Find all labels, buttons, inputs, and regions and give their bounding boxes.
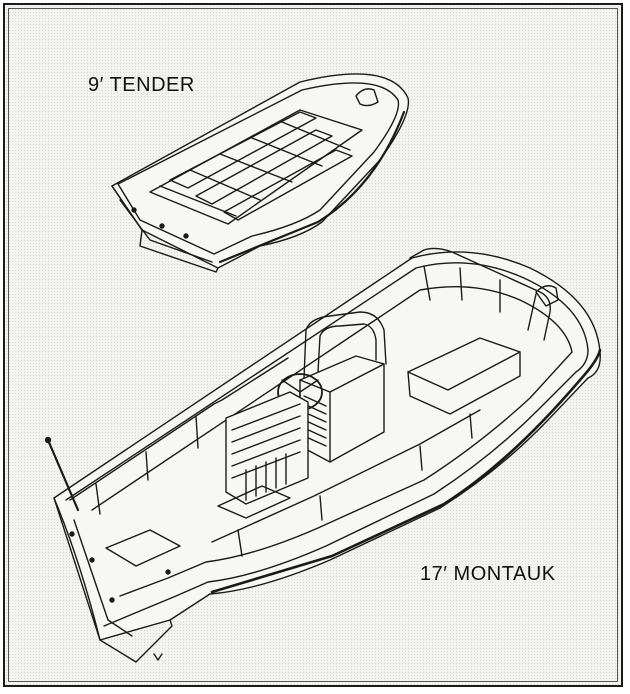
montauk-floor-hatch <box>217 485 291 519</box>
frame-inner-border <box>8 8 618 682</box>
montauk-starboard-rail <box>211 409 481 543</box>
tender-sheer-stripe <box>218 110 406 264</box>
montauk-keel-mark <box>153 653 163 661</box>
montauk-transom-panel <box>73 519 133 637</box>
montauk-seat-slats <box>231 403 301 479</box>
tender-seat-2 <box>195 129 333 205</box>
montauk-console-rail <box>303 311 387 379</box>
tender-floor <box>149 109 363 225</box>
montauk-bow-rail <box>409 247 551 341</box>
montauk-console-face <box>299 363 385 463</box>
tender-label: 9′ TENDER <box>88 74 195 96</box>
tender-transom-face <box>119 199 213 263</box>
tender-floor-slats <box>159 121 351 217</box>
montauk-port-rail-posts <box>95 415 199 515</box>
montauk-bow-rail-lower <box>423 265 537 331</box>
montauk-deck-edge <box>91 285 573 597</box>
montauk-antenna <box>46 438 80 512</box>
montauk-bow-cleat <box>535 285 559 307</box>
montauk-boat <box>44 247 602 663</box>
montauk-console-vents <box>303 395 327 447</box>
montauk-console-rail-inner <box>317 323 377 373</box>
montauk-forward-seat-base <box>407 351 521 415</box>
tender-bow-cleat <box>355 88 379 107</box>
tender-seat-1 <box>169 111 317 189</box>
montauk-gunwale <box>65 262 589 627</box>
montauk-sheer-stripe <box>210 348 602 594</box>
montauk-transom <box>53 497 173 663</box>
tender-seat-3 <box>223 149 353 221</box>
tender-hull <box>111 73 410 269</box>
tender-gunwale <box>117 82 400 255</box>
montauk-label: 17′ MONTAUK <box>420 563 556 585</box>
montauk-port-rail <box>69 357 289 501</box>
montauk-seat-side-vents <box>245 453 287 501</box>
montauk-starboard-rail-posts <box>237 413 473 557</box>
montauk-stern-well <box>105 529 181 567</box>
tender-boat <box>111 73 410 273</box>
